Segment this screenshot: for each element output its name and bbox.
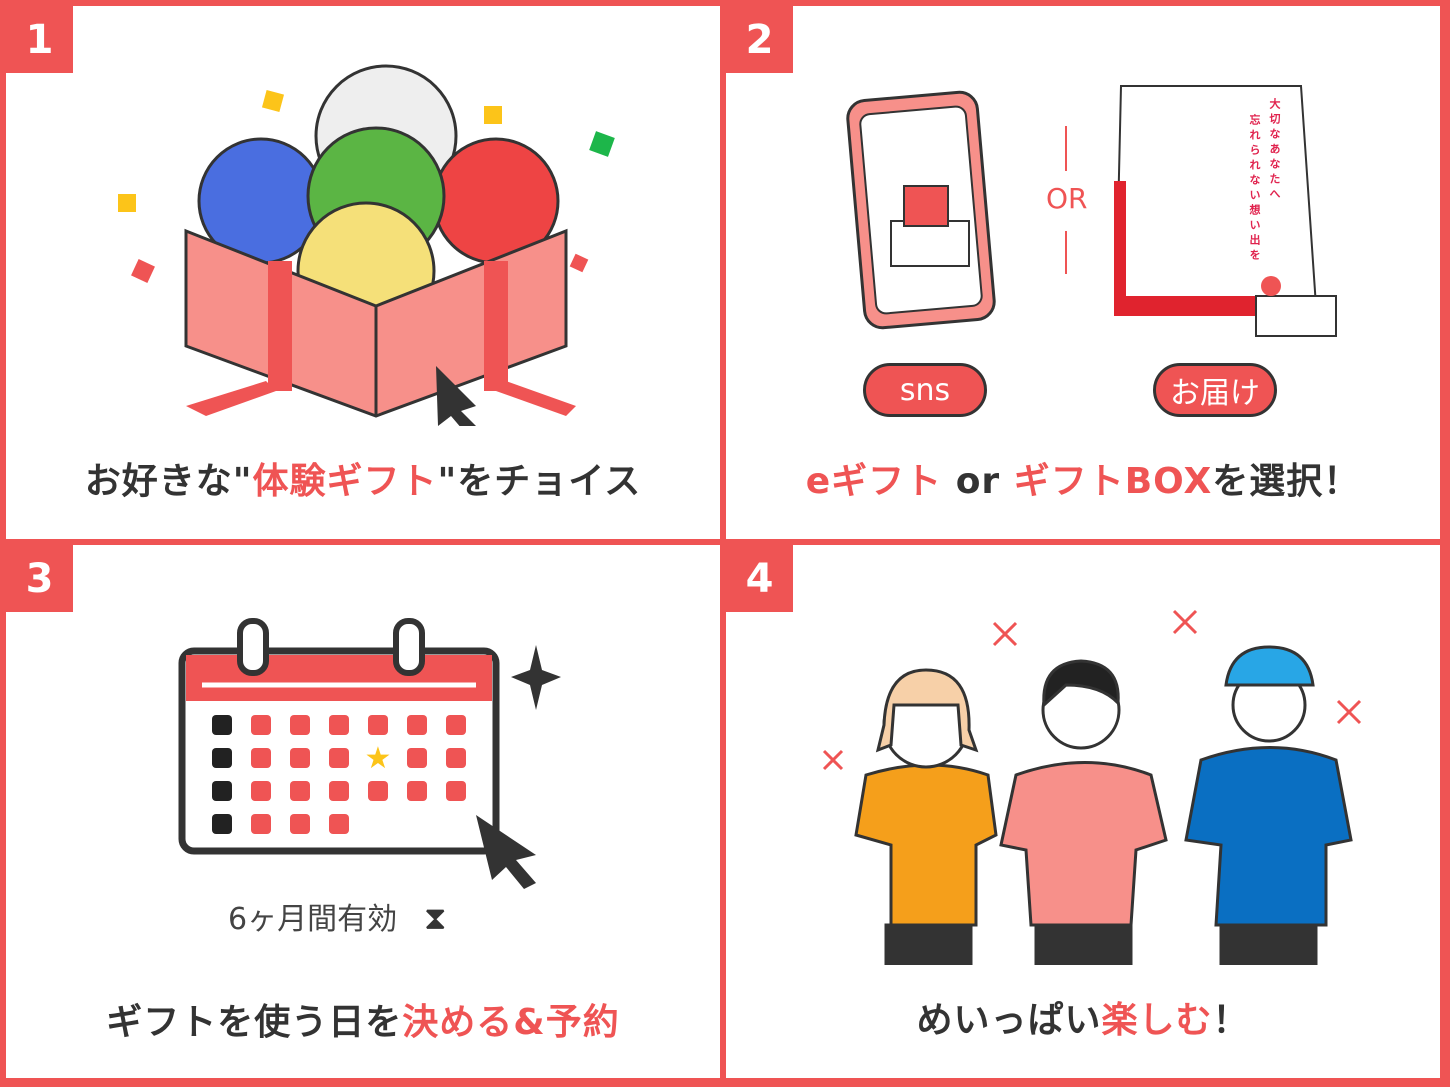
caption-highlight: 楽しむ	[1101, 1000, 1213, 1041]
cursor-icon	[436, 366, 476, 426]
smartphone-illustration	[846, 85, 1337, 337]
calendar-day-cell	[329, 715, 349, 735]
step-2-caption: eギフト or ギフトBOXを選択！	[726, 452, 1440, 504]
caption-highlight: 決める&予約	[402, 1002, 620, 1043]
calendar-day-cell	[290, 814, 310, 834]
step-number-badge: 1	[6, 6, 73, 73]
caption-text: ！	[1212, 1000, 1250, 1041]
step-3-panel: 3 ★ 6ヶ月間有効 ⧗ ギフトを使う日を決める&予約	[6, 545, 720, 1078]
calendar-day-cell	[212, 748, 232, 768]
calendar-day-cell	[368, 781, 388, 801]
caption-text: めいっぱい	[916, 1000, 1102, 1041]
calendar-day-cell	[407, 748, 427, 768]
or-label: OR	[1046, 182, 1088, 215]
calendar-day-cell	[212, 715, 232, 735]
calendar-day-cell	[212, 814, 232, 834]
step-1-caption: お好きな"体験ギフト"をチョイス	[6, 452, 720, 504]
caption-text: ギフトを使う日を	[106, 1002, 403, 1043]
hourglass-icon: ⧗	[424, 899, 447, 937]
calendar-day-cell	[329, 814, 349, 834]
caption-text: or	[942, 461, 1014, 502]
delivery-pill: お届け	[1153, 363, 1277, 417]
calendar-day-cell	[212, 781, 232, 801]
step-1-panel: 1 お好きな"体験ギフト"をチョイス	[6, 6, 720, 539]
calendar-day-cell	[290, 715, 310, 735]
caption-text: お好きな"	[84, 461, 253, 502]
sns-pill: sns	[863, 363, 987, 417]
gift-box-message: 忘れられない想い出を	[1248, 114, 1261, 264]
calendar-day-cell	[446, 748, 466, 768]
step-number-badge: 2	[726, 6, 793, 73]
caption-text: を選択！	[1212, 461, 1361, 502]
people-enjoying-illustration	[822, 609, 1362, 965]
caption-highlight: ギフトBOX	[1013, 461, 1213, 502]
calendar-day-cell	[407, 715, 427, 735]
gift-box-message: 大切なあなたへ	[1268, 98, 1281, 203]
star-icon: ★	[365, 741, 392, 776]
step-4-panel: 4 めいっぱい	[726, 545, 1440, 1078]
validity-text: 6ヶ月間有効	[228, 902, 398, 937]
caption-highlight: eギフト	[805, 461, 943, 502]
step-3-caption: ギフトを使う日を決める&予約	[6, 993, 720, 1045]
calendar-day-cell	[329, 781, 349, 801]
calendar-day-cell	[290, 781, 310, 801]
caption-text: "をチョイス	[437, 461, 642, 502]
calendar-day-cell	[446, 781, 466, 801]
caption-highlight: 体験ギフト	[252, 461, 438, 502]
step-4-caption: めいっぱい楽しむ！	[726, 991, 1440, 1043]
step-number-badge: 4	[726, 545, 793, 612]
cursor-icon	[476, 815, 536, 889]
calendar-illustration: ★	[178, 618, 561, 889]
calendar-day-cell	[251, 781, 271, 801]
calendar-day-cell	[251, 814, 271, 834]
calendar-day-cell	[407, 781, 427, 801]
gift-box-illustration	[118, 64, 615, 426]
calendar-day-cell	[446, 715, 466, 735]
calendar-day-cell	[251, 715, 271, 735]
calendar-day-cell	[251, 748, 271, 768]
calendar-day-cell	[329, 748, 349, 768]
calendar-day-cell	[290, 748, 310, 768]
step-number-badge: 3	[6, 545, 73, 612]
step-2-panel: 2 大切なあなたへ 忘れられない想い出を OR sns お届け eギフト or …	[726, 6, 1440, 539]
calendar-day-cell	[368, 715, 388, 735]
